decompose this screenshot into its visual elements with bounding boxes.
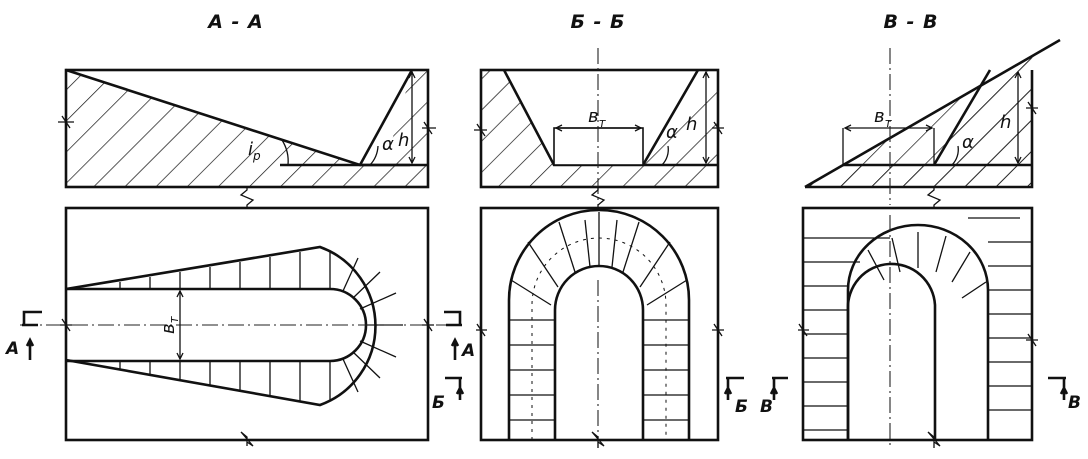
- section-v-height-label: h: [1000, 112, 1011, 133]
- cut-label-v-left: В: [760, 397, 773, 417]
- section-title-b: Б - Б: [570, 11, 625, 33]
- section-b-angle-label: α: [666, 122, 678, 143]
- plan-a-width-label: вт: [158, 315, 181, 334]
- section-a-height-label: h: [398, 130, 409, 151]
- section-b-width-label: вт: [588, 106, 607, 130]
- plan-a: [20, 206, 465, 447]
- section-title-a: А - А: [206, 11, 264, 33]
- cut-label-b-left: Б: [432, 393, 445, 413]
- section-title-v: В - В: [883, 11, 938, 33]
- cut-label-b-right: Б: [735, 397, 748, 417]
- section-b-height-label: h: [686, 114, 697, 135]
- section-v-profile: [804, 38, 1061, 208]
- cut-label-v-right: В: [1068, 393, 1081, 413]
- section-b-profile: [474, 48, 724, 208]
- section-a-angle-label: α: [382, 134, 394, 155]
- cut-label-a-left: А: [4, 339, 19, 359]
- section-v-width-label: вт: [874, 106, 893, 130]
- section-a-slope-label: iр: [248, 139, 261, 163]
- cut-label-a-right: А: [460, 341, 475, 361]
- plan-b: [476, 206, 744, 448]
- section-a-profile: [58, 68, 436, 208]
- section-v-angle-label: α: [962, 132, 974, 153]
- plan-v: [769, 206, 1069, 448]
